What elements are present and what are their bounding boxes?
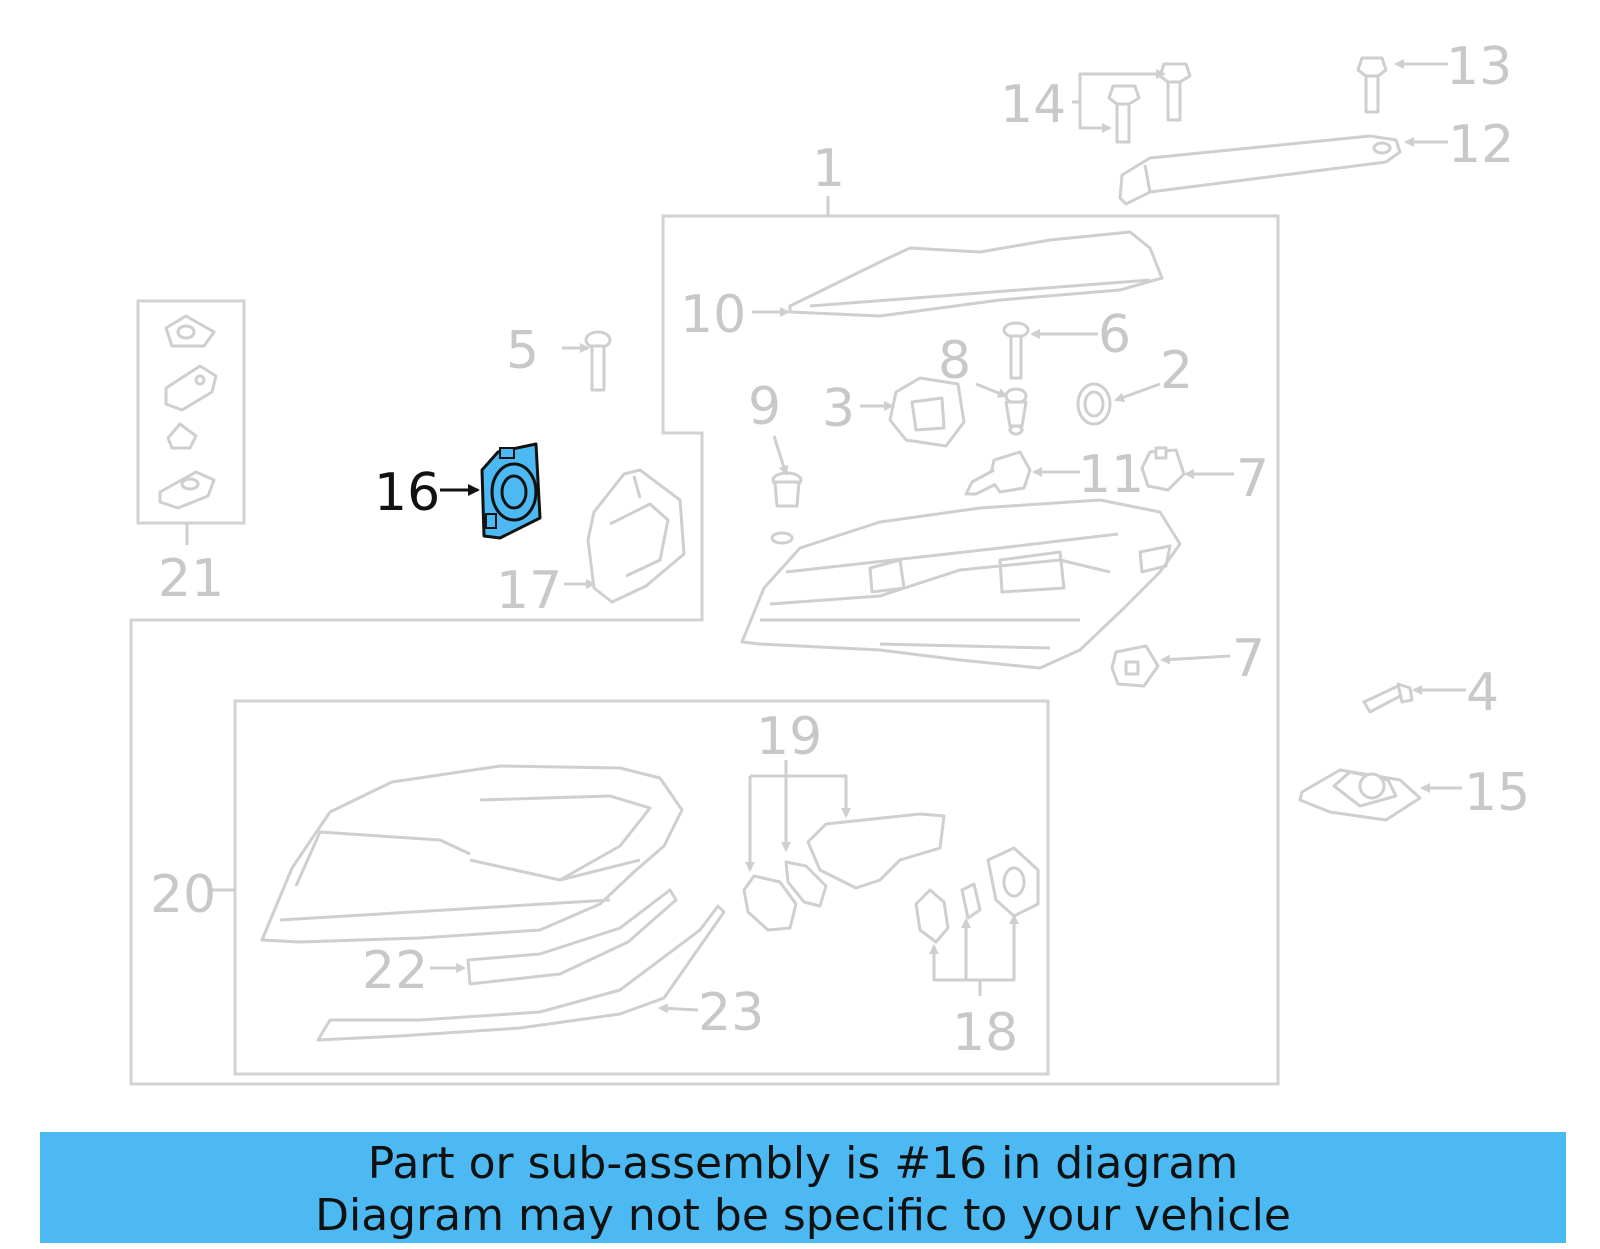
callout-17: 17 [496, 561, 562, 621]
part-1-headlamp [740, 498, 1182, 670]
callout-9: 9 [748, 377, 781, 437]
banner-line-2: Diagram may not be specific to your vehi… [315, 1190, 1291, 1241]
part-18-parts [914, 846, 1040, 944]
part-6-bolt [1002, 321, 1030, 380]
assembly-box-1 [129, 214, 1280, 1086]
callout-10: 10 [680, 285, 746, 345]
callout-7-lower: 7 [1232, 629, 1265, 689]
part-10-lens [788, 230, 1164, 318]
callout-4: 4 [1466, 663, 1499, 723]
callout-labels: 13 12 14 1 10 6 2 8 3 9 11 7 7 4 15 5 16… [150, 37, 1530, 1063]
part-13-bolt [1356, 56, 1388, 114]
part-7-clip-upper [1140, 446, 1186, 492]
callout-13: 13 [1446, 37, 1512, 97]
part-21-clips [158, 314, 218, 510]
leader-lines [212, 59, 1466, 1014]
info-banner: Part or sub-assembly is #16 in diagram D… [40, 1132, 1566, 1243]
part-17-bracket [586, 468, 686, 604]
callout-5: 5 [506, 321, 539, 381]
callout-20: 20 [150, 865, 216, 925]
part-4-bolt [1362, 682, 1414, 714]
callout-1: 1 [812, 139, 845, 199]
callout-11: 11 [1078, 445, 1144, 505]
part-2-grommet [1076, 382, 1112, 426]
callout-6: 6 [1098, 305, 1131, 365]
callout-12: 12 [1448, 115, 1514, 175]
callout-3: 3 [822, 379, 855, 439]
assembly-box-21 [136, 299, 246, 525]
callout-21: 21 [158, 549, 224, 609]
callout-14: 14 [1000, 75, 1066, 135]
callout-18: 18 [952, 1003, 1018, 1063]
part-20-headlamp [260, 764, 684, 944]
callout-16[interactable]: 16 [374, 463, 440, 523]
part-9-clip [771, 471, 803, 508]
part-3-cap [888, 376, 966, 448]
banner-line-1: Part or sub-assembly is #16 in diagram [367, 1138, 1239, 1189]
part-16-highlighted[interactable] [480, 442, 542, 540]
callout-2: 2 [1160, 341, 1193, 401]
part-19-parts [742, 812, 946, 932]
callout-7-upper: 7 [1236, 449, 1269, 509]
part-5-bolt [584, 330, 612, 392]
part-23-trim [316, 904, 726, 1042]
callout-8: 8 [938, 331, 971, 391]
part-7-clip-lower [1110, 644, 1160, 688]
part-15-ballast [1298, 768, 1422, 822]
callout-15: 15 [1464, 763, 1530, 823]
callout-22: 22 [362, 941, 428, 1001]
part-11-bulb [964, 450, 1032, 496]
part-14-bolts [1107, 62, 1192, 144]
part-12-bracket [1118, 134, 1402, 206]
callout-23: 23 [698, 983, 764, 1043]
part-22-trim [466, 888, 678, 986]
callout-19: 19 [756, 707, 822, 767]
assembly-box-20 [233, 699, 1050, 1076]
part-8-clip [1004, 387, 1028, 436]
